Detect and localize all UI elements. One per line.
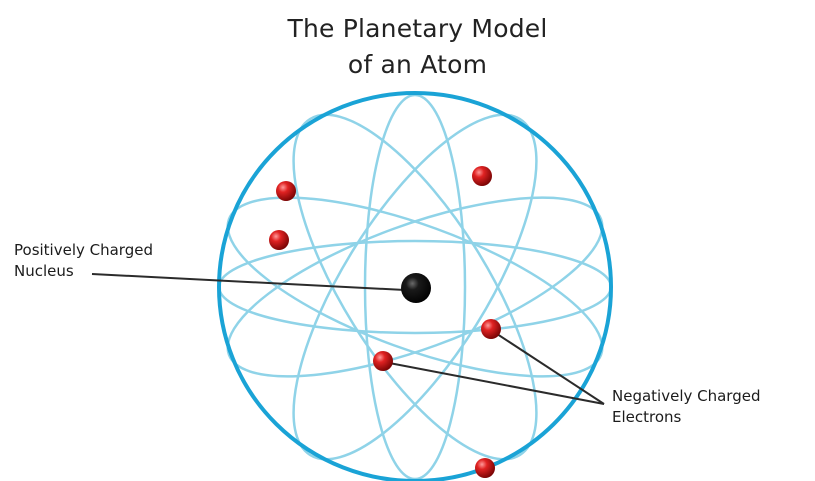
electron: [481, 319, 501, 339]
nucleus-label-line-2: Nucleus: [14, 262, 74, 280]
electron-leader-line-lower: [383, 361, 605, 405]
atom-sphere-outline: [217, 91, 613, 481]
leader-lines: [91, 273, 605, 405]
electron-leader-line-upper: [490, 329, 605, 405]
orbit-shallow-left: [226, 196, 604, 378]
nucleus-label-line-1: Positively Charged: [14, 241, 153, 259]
electron: [276, 181, 296, 201]
orbit-shallow-right: [226, 196, 604, 378]
diagram-title-line-1: The Planetary Model: [287, 14, 548, 43]
orbit-tilted-left: [292, 113, 538, 461]
electrons-label-line-1: Negatively Charged: [612, 387, 761, 405]
nucleus-leader-line: [91, 273, 406, 291]
electron: [269, 230, 289, 250]
orbit-tilted-right: [292, 113, 538, 461]
electron: [373, 351, 393, 371]
electrons-label-line-2: Electrons: [612, 408, 682, 426]
electrons-label: Negatively Charged Electrons: [612, 386, 760, 428]
electrons: [269, 166, 501, 478]
nucleus-label: Positively Charged Nucleus: [14, 240, 153, 282]
electron: [472, 166, 492, 186]
electron: [475, 458, 495, 478]
nucleus: [401, 273, 431, 303]
diagram-title-line-2: of an Atom: [347, 50, 488, 79]
